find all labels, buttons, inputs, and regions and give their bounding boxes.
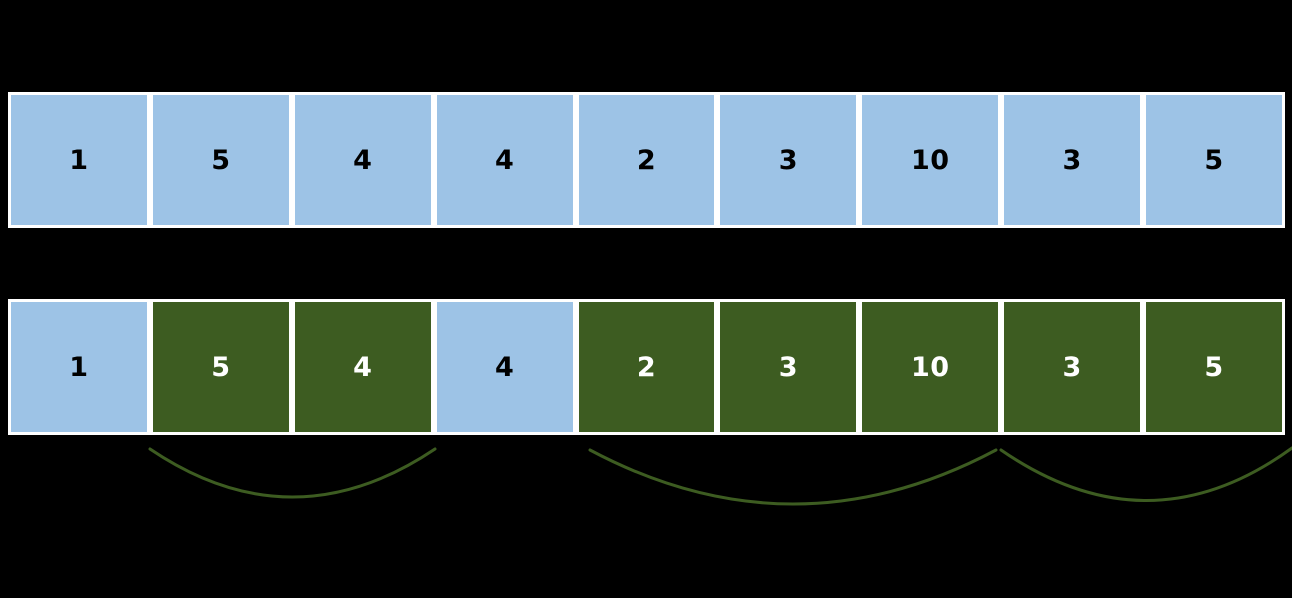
array-cell-value: 2 xyxy=(636,351,657,383)
array-cell-value: 4 xyxy=(494,351,515,383)
array-cell-value: 5 xyxy=(211,351,231,383)
array-cell[interactable]: 10 xyxy=(859,92,1002,228)
array-cell-value: 5 xyxy=(1204,144,1224,176)
array-cell-value: 10 xyxy=(911,144,950,176)
array-cell[interactable]: 5 xyxy=(149,299,292,435)
array-cell-value: 2 xyxy=(636,144,657,176)
array-cell-value: 3 xyxy=(1062,351,1082,383)
array-cell-value: 5 xyxy=(1204,351,1224,383)
array-cell[interactable]: 4 xyxy=(433,92,576,228)
array-cell[interactable]: 5 xyxy=(1143,299,1286,435)
array-cell[interactable]: 5 xyxy=(1143,92,1286,228)
original-array-row: 1 5 4 4 2 3 10 3 5 xyxy=(8,92,1286,228)
array-cell[interactable]: 5 xyxy=(149,92,292,228)
array-cell-value: 4 xyxy=(494,144,515,176)
array-cell[interactable]: 3 xyxy=(717,299,860,435)
array-cell[interactable]: 3 xyxy=(1001,92,1144,228)
array-cell-value: 3 xyxy=(1062,144,1082,176)
array-cell[interactable]: 4 xyxy=(291,299,434,435)
array-cell[interactable]: 3 xyxy=(717,92,860,228)
array-cell[interactable]: 4 xyxy=(433,299,576,435)
array-cell-value: 1 xyxy=(69,144,89,176)
grouping-curve xyxy=(588,448,998,506)
array-cell[interactable]: 10 xyxy=(859,299,1002,435)
array-cell[interactable]: 2 xyxy=(575,299,718,435)
array-cell[interactable]: 3 xyxy=(1001,299,1144,435)
array-cell[interactable]: 1 xyxy=(8,299,150,435)
highlighted-array-row: 1 5 4 4 2 3 10 3 5 xyxy=(8,299,1286,435)
array-cell-value: 3 xyxy=(778,144,799,176)
array-cell[interactable]: 4 xyxy=(291,92,434,228)
array-cell[interactable]: 2 xyxy=(575,92,718,228)
array-cell-value: 10 xyxy=(911,351,950,383)
array-cell-value: 5 xyxy=(211,144,231,176)
array-cell-value: 4 xyxy=(353,144,373,176)
array-cell-value: 4 xyxy=(353,351,373,383)
grouping-curve xyxy=(148,447,437,499)
grouping-curve xyxy=(999,446,1292,502)
array-cell-value: 3 xyxy=(778,351,799,383)
array-cell-value: 1 xyxy=(69,351,89,383)
array-cell[interactable]: 1 xyxy=(8,92,150,228)
